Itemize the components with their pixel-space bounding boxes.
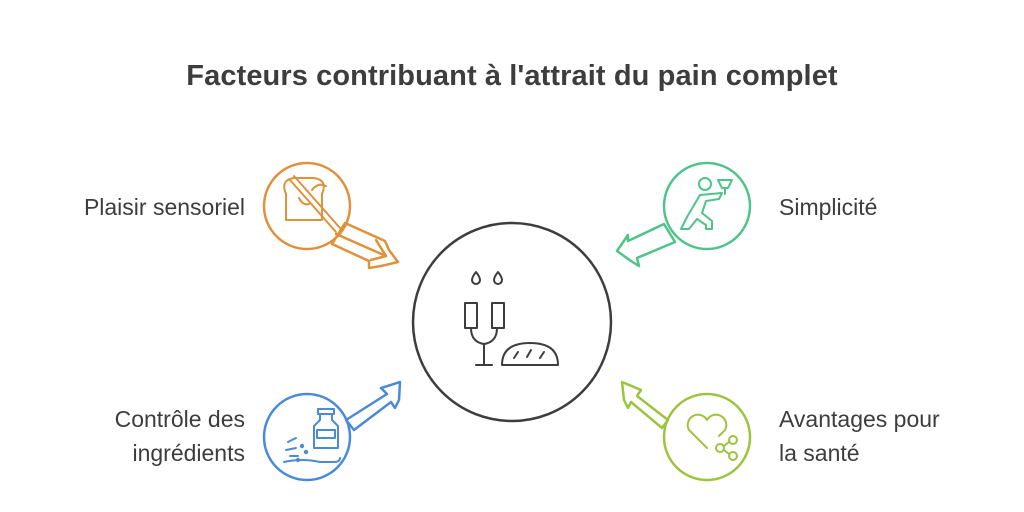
factor-label-simplicite-line1: Simplicité — [779, 194, 878, 220]
factor-label-plaisir: Plaisir sensoriel — [30, 190, 245, 224]
factor-label-plaisir-line1: Plaisir sensoriel — [83, 194, 245, 220]
wine-and-bread-icon — [464, 271, 559, 366]
arrow-plaisir — [334, 232, 388, 262]
milk-bottle-and-flour-icon — [283, 408, 341, 463]
diagram-title: Facteurs contribuant à l'attrait du pain… — [186, 60, 838, 92]
factor-node-plaisir — [262, 161, 400, 270]
bread-and-knife-icon — [283, 175, 341, 233]
factor-label-sante: Avantages pour la santé — [779, 402, 1009, 470]
factor-node-sante — [620, 380, 752, 482]
factor-label-sante-line1: Avantages pour — [779, 406, 940, 432]
center-node — [411, 221, 613, 423]
factor-label-controle: Contrôle des ingrédients — [30, 402, 245, 470]
factor-node-controle — [262, 380, 402, 482]
person-reaching-icon — [680, 177, 733, 230]
factor-node-simplicite — [615, 161, 752, 268]
factor-label-controle-line1: Contrôle des — [114, 406, 245, 432]
factor-label-sante-line2: la santé — [779, 440, 860, 466]
factor-label-simplicite: Simplicité — [779, 190, 999, 224]
heart-share-icon — [686, 413, 738, 461]
factor-label-controle-line2: ingrédients — [132, 440, 245, 466]
